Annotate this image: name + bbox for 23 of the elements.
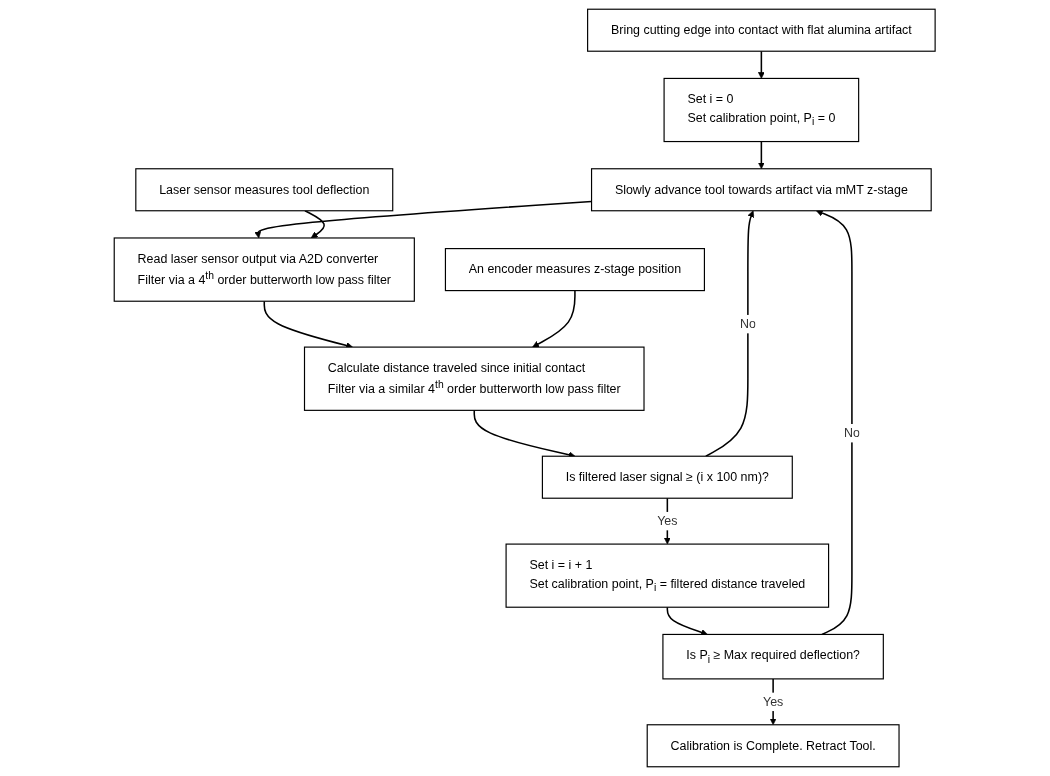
edge-label: Yes [657,514,678,528]
edge-label: Yes [763,694,784,709]
edge-label: No [740,317,757,331]
arrow [770,678,777,726]
node-box: Read laser sensor output via A2D converter Filter via a 4$^{th}$ order butterworth low pass filter [113,237,416,302]
node-box: Bring cutting edge into contact with flat alumina artifact [587,8,937,52]
arrow [705,210,755,457]
arrow [666,606,709,636]
edge-label: No [844,426,861,440]
arrow [532,289,577,348]
arrow [816,209,854,636]
node-box: Set i = i + 1 Set calibration point, P$_{i}$ = filtered distance traveled [505,543,830,608]
node-box: An encoder measures z-stage position [445,248,706,292]
arrow [758,50,766,79]
node-box: Is filtered laser signal ≥ (i x 100 nm)? [542,455,794,499]
node-box: Is P$_{i}$ ≥ Max required deflection? [662,633,885,680]
node-box: Calibration is Complete. Retract Tool. [646,724,900,768]
node-box: Calculate distance traveled since initial contact Filter via a similar 4$^{th}$ order butterworth low pass filter [304,346,645,411]
arrow [758,140,766,170]
node-box: Slowly advance tool towards artifact via mMT z-stage [591,168,933,212]
node-box: Laser sensor measures tool deflection [135,168,394,212]
arrow [304,210,326,239]
node-box: Set i = 0 Set calibration point, P$_{i}$ = 0 [663,77,860,143]
